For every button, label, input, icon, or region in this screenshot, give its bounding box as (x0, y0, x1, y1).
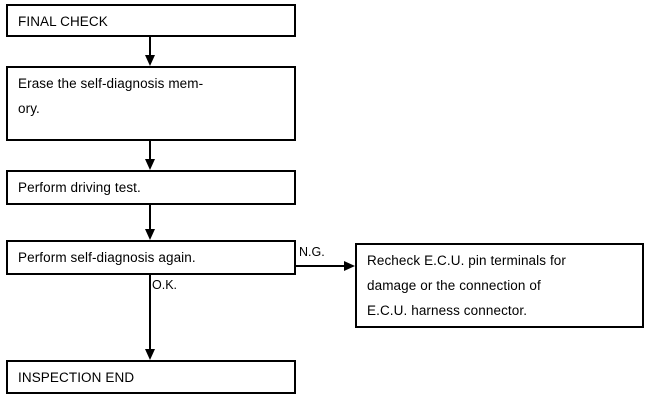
edge-label-ng: N.G. (299, 245, 325, 259)
connector-erase-to-driving-test (140, 141, 160, 170)
connector-self-diagnosis-to-inspection-end (140, 275, 160, 360)
node-erase-memory: Erase the self-diagnosis mem- ory. (6, 66, 296, 141)
node-inspection-end: INSPECTION END (6, 360, 296, 394)
connector-self-diagnosis-to-recheck-ecu (296, 258, 358, 274)
node-final-check: FINAL CHECK (6, 4, 296, 37)
node-self-diagnosis-again: Perform self-diagnosis again. (6, 240, 296, 275)
connector-final-check-to-erase (140, 37, 160, 66)
edge-label-ok: O.K. (152, 278, 178, 292)
node-driving-test: Perform driving test. (6, 170, 296, 205)
node-recheck-ecu: Recheck E.C.U. pin terminals for damage … (355, 243, 644, 328)
connector-driving-test-to-self-diagnosis (140, 205, 160, 240)
